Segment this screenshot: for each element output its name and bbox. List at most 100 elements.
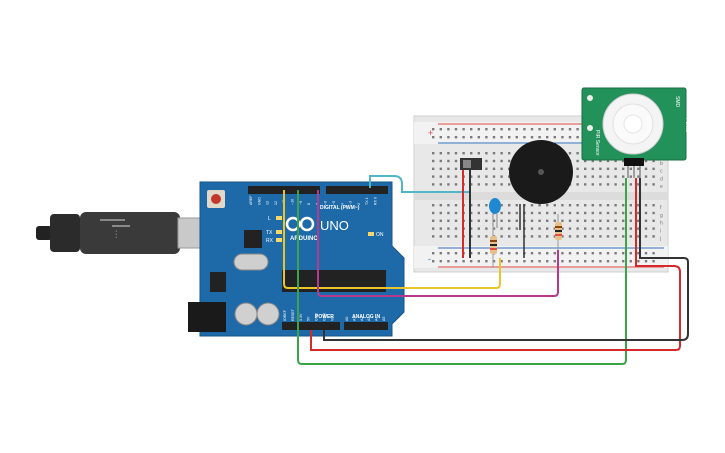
breadboard-row-letter: c [660,169,663,175]
breadboard-hole [644,204,648,207]
breadboard-hole [644,183,648,186]
breadboard-hole [599,204,602,207]
wire-yellow [283,190,501,289]
breadboard-hole [515,128,518,131]
breadboard-hole [629,227,632,230]
breadboard-hole [652,159,655,163]
breadboard-hole [546,128,549,131]
breadboard-hole [599,175,602,178]
breadboard-hole [584,183,587,186]
breadboard-hole [546,260,549,263]
breadboard-hole [637,227,640,230]
breadboard-hole [508,183,511,186]
breadboard-hole [591,235,594,238]
breadboard-hole [652,183,655,186]
breadboard-hole [462,136,465,139]
breadboard-hole [500,204,503,207]
breadboard-hole [561,136,564,139]
breadboard-hole [637,167,640,170]
digital-pin-label: TX 1 [365,197,369,205]
breadboard-hole [439,167,442,170]
digital-pin-label: 12 [274,201,278,205]
breadboard-hole [439,227,442,230]
breadboard-hole [614,211,617,215]
breadboard-hole [470,252,473,255]
slide-switch[interactable] [460,158,482,170]
digital-pin-label: 13 [266,201,270,205]
breadboard-hole [538,204,541,207]
breadboard-hole [591,159,594,163]
breadboard-hole [515,227,518,230]
breadboard-hole [477,227,480,230]
breadboard-hole [576,204,579,207]
breadboard-hole [508,128,511,131]
digital-pin-label: ~9 [299,201,303,205]
breadboard-hole [447,260,450,263]
breadboard-hole [477,211,480,215]
digital-pin-label: ~6 [324,201,328,205]
breadboard-hole [591,219,594,222]
breadboard-hole [568,235,572,238]
pir-sensor: SMD PIR Sensor Pololu [581,87,690,178]
breadboard-hole [591,175,594,178]
breadboard-hole [546,136,549,139]
breadboard-hole [432,252,435,255]
breadboard-hole [584,227,587,230]
breadboard-hole [432,219,435,222]
breadboard-hole [477,183,480,186]
breadboard-hole [599,167,602,170]
digital-pins-label: DIGITAL (PWM~) [320,205,360,211]
breadboard-hole [644,211,648,215]
breadboard-hole [584,219,587,222]
breadboard-hole [447,128,450,131]
breadboard-hole [454,211,458,215]
breadboard-hole [454,227,458,230]
breadboard-hole [622,175,625,178]
arduino-uno-board: ARDUINO UNO DIGITAL (PWM~) POWER ANALOG … [188,181,405,337]
breadboard-hole [515,204,518,207]
breadboard-hole [652,227,655,230]
breadboard-hole [637,260,640,263]
breadboard-hole [576,260,579,263]
breadboard-hole [530,211,534,215]
breadboard-hole [530,219,534,222]
breadboard-hole [500,167,503,170]
breadboard-hole [614,167,617,170]
wire-cyan [369,175,470,193]
breadboard-hole [622,183,625,186]
breadboard-hole [447,211,450,215]
breadboard-hole [644,235,648,238]
led-rx-label: RX [266,238,274,244]
breadboard-hole [500,260,503,263]
breadboard-hole [447,183,450,186]
breadboard-hole [470,136,473,139]
led-l [276,216,282,220]
power-pin-label: GND [315,313,319,321]
breadboard-hole [637,183,640,186]
breadboard-hole [485,227,488,230]
breadboard-hole [530,227,534,230]
breadboard-hole [591,167,594,170]
breadboard-hole [629,211,632,215]
breadboard-hole [644,219,648,222]
breadboard-hole [530,260,534,263]
breadboard-hole [439,183,442,186]
power-pin-label: 5V [307,316,311,321]
breadboard-hole [561,204,564,207]
digital-pin-label: GND [257,197,261,205]
breadboard-hole [447,175,450,178]
breadboard-hole [576,175,579,178]
breadboard-hole [454,260,458,263]
reset-button-cap [211,194,221,204]
breadboard-hole [576,235,579,238]
breadboard-hole [568,219,572,222]
pir-label-bottom: Pololu [684,118,690,132]
breadboard-hole [508,204,511,207]
breadboard-hole [500,175,503,178]
breadboard-hole [454,159,458,163]
breadboard-hole [470,227,473,230]
svg-text:⫶: ⫶ [115,230,118,241]
digital-pin-label: 8 [307,203,311,205]
breadboard-hole [652,175,655,178]
analog-label: ANALOG IN [352,314,380,320]
